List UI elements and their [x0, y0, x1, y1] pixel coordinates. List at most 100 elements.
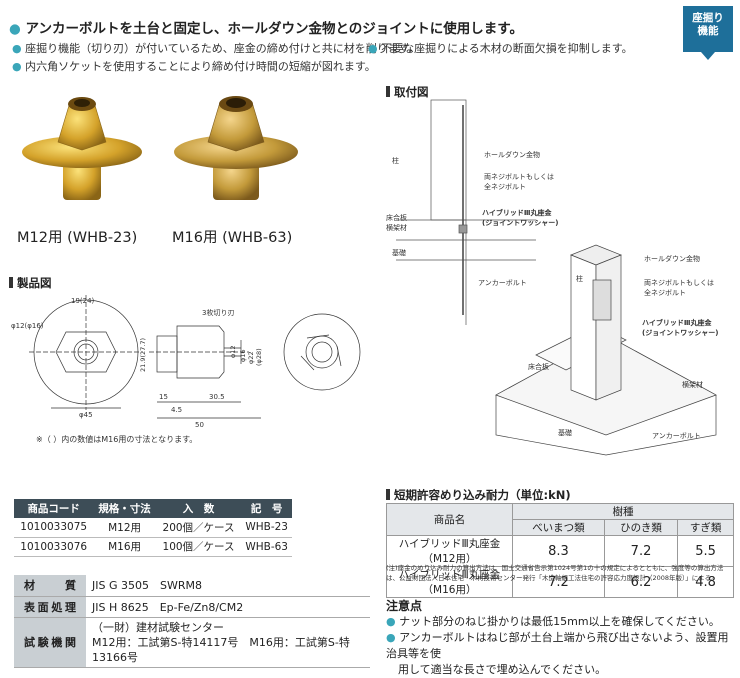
badge-line-2: 機能 — [697, 25, 719, 37]
col-symbol: 記 号 — [241, 499, 292, 518]
dim-phi16: φ16 — [239, 349, 247, 362]
table-row: 1010033076 M16用 100個／ケース WHB-63 — [14, 537, 292, 557]
row-header: 試験機関 — [14, 617, 86, 668]
cell: 1010033075 — [14, 518, 94, 538]
material-table: 材質 JIS G 3505 SWRM8 表面処理 JIS H 8625 Ep-F… — [14, 575, 370, 668]
top-label-joint: (ジョイントワッシャー) — [482, 219, 558, 227]
product-drawing: 19(24) 3枚切り刃 φ12(φ16) 21.9(27.7) φ12 φ16… — [11, 295, 361, 429]
cell: 5.5 — [677, 535, 734, 567]
cell: 1010033076 — [14, 537, 94, 557]
bottom-label-floor: 床合板 — [528, 362, 549, 371]
top-label-anchor: アンカーボルト — [478, 279, 527, 287]
bullet-icon: ● — [368, 42, 378, 55]
top-label-washer: ハイブリッドⅢ丸座金 — [482, 208, 552, 217]
dim-phi12: φ12(φ16) — [11, 322, 44, 330]
dim-phi12b: φ12 — [229, 345, 237, 358]
badge-line-1: 座掘り — [692, 12, 724, 24]
bottom-label-anchor: アンカーボルト — [652, 432, 701, 440]
strength-table: 商品名 樹種 べいまつ類 ひのき類 すぎ類 ハイブリッドⅢ丸座金（M12用） 8… — [386, 503, 734, 598]
col-hinoki: ひのき類 — [603, 519, 679, 536]
caution-text: ナット部分のねじ掛かりは最低15mm以上を確保してください。 — [399, 615, 720, 628]
caution-title: 注意点 — [386, 599, 423, 613]
bottom-label-fullbolt: 全ネジボルト — [644, 288, 686, 297]
cell: JIS G 3505 SWRM8 — [86, 575, 370, 597]
drawing-note: ※（ ）内の数値はM16用の寸法となります。 — [36, 435, 198, 444]
top-label-holddown: ホールダウン金物 — [484, 150, 540, 159]
cell: 7.2 — [512, 566, 605, 598]
dim-30-5: 30.5 — [209, 393, 225, 401]
top-label-bolt: 両ネジボルトもしくは — [484, 173, 554, 181]
list-item: ● アンカーボルトはねじ部が土台上端から飛び出さないよう、設置用治具等を使 — [386, 630, 736, 662]
cell: 7.2 — [603, 535, 679, 567]
cell: ハイブリッドⅢ丸座金（M16用） — [386, 566, 513, 598]
cell: 200個／ケース — [155, 518, 242, 538]
col-pine: べいまつ類 — [512, 519, 605, 536]
dim-45: 4.5 — [171, 406, 182, 414]
cell-line: （一財）建材試験センター — [92, 620, 224, 634]
lead-text: ● アンカーボルトを土台と固定し、ホールダウン金物とのジョイントに使用します。 — [9, 17, 523, 37]
point-3: ● 内六角ソケットを使用することにより締め付け時間の短縮が図れます。 — [12, 58, 376, 74]
bullet-icon: ● — [12, 60, 22, 73]
cell: WHB-23 — [241, 518, 292, 538]
product-photos — [22, 96, 298, 200]
col-sugi: すぎ類 — [677, 519, 734, 536]
bottom-label-column: 柱 — [576, 274, 583, 283]
dim-phi22: φ22 — [247, 351, 255, 364]
bottom-label-washer: ハイブリッドⅢ丸座金 — [642, 318, 712, 327]
point-2-label: 不要な座掘りによる木材の断面欠損を抑制します。 — [381, 42, 633, 55]
product-table: 商品コード 規格・寸法 入 数 記 号 1010033075 M12用 200個… — [14, 499, 292, 557]
table-row: ハイブリッドⅢ丸座金（M16用） 7.2 6.2 4.8 — [386, 566, 734, 598]
cell: WHB-63 — [241, 537, 292, 557]
top-label-beam: 横架材 — [386, 223, 407, 232]
row-header: 材質 — [14, 575, 86, 597]
bullet-icon: ● — [9, 21, 21, 37]
cell: （一財）建材試験センター M12用：工試第S-特14117号 M16用：工試第S… — [86, 617, 370, 668]
install-diagram: 柱 ホールダウン金物 両ネジボルトもしくは 全ネジボルト 床合板 横架材 ハイブ… — [386, 99, 718, 456]
top-label-fullbolt: 全ネジボルト — [484, 182, 526, 191]
drawing-title: 製品図 — [9, 275, 52, 291]
bottom-label-bolt: 両ネジボルトもしくは — [644, 279, 714, 287]
point-2: ● 不要な座掘りによる木材の断面欠損を抑制します。 — [368, 40, 633, 56]
dim-19: 19(24) — [71, 297, 95, 305]
caution-text: アンカーボルトはねじ部が土台上端から飛び出さないよう、設置用治具等を使 — [386, 631, 729, 660]
install-title: 取付図 — [386, 84, 429, 100]
cell: ハイブリッドⅢ丸座金（M12用） — [386, 535, 513, 567]
table-row: 試験機関 （一財）建材試験センター M12用：工試第S-特14117号 M16用… — [14, 617, 370, 668]
cell-line: M12用：工試第S-特14117号 M16用：工試第S-特13166号 — [92, 635, 350, 664]
row-header: 表面処理 — [14, 596, 86, 618]
lead-label: アンカーボルトを土台と固定し、ホールダウン金物とのジョイントに使用します。 — [25, 21, 523, 37]
strength-footnote: (注)座金のめり込み耐力の算出方法は、国土交通省告示第1024号第1の十の規定に… — [386, 564, 724, 582]
countersink-badge: 座掘り 機能 — [683, 6, 733, 60]
col-code: 商品コード — [14, 499, 94, 518]
table-row: 1010033075 M12用 200個／ケース WHB-23 — [14, 518, 292, 538]
dim-blade: 3枚切り刃 — [202, 308, 234, 317]
bottom-label-joint: (ジョイントワッシャー) — [642, 329, 718, 337]
point-3-label: 内六角ソケットを使用することにより締め付け時間の短縮が図れます。 — [25, 60, 376, 73]
col-product: 商品名 — [386, 503, 513, 536]
washer-m16-photo — [174, 96, 298, 200]
table-row: 表面処理 JIS H 8625 Ep-Fe/Zn8/CM2 — [14, 596, 370, 618]
table-row: 材質 JIS G 3505 SWRM8 — [14, 575, 370, 597]
caution-list: ● ナット部分のねじ掛かりは最低15mm以上を確保してください。 ● アンカーボ… — [386, 614, 736, 678]
table-row: ハイブリッドⅢ丸座金（M12用） 8.3 7.2 5.5 — [386, 535, 734, 567]
col-spec: 規格・寸法 — [93, 499, 156, 518]
strength-title: 短期許容めり込み耐力（単位:kN) — [386, 487, 571, 503]
top-label-column: 柱 — [392, 156, 399, 165]
washer-m12-photo — [22, 97, 142, 200]
cell: 4.8 — [677, 566, 734, 598]
bullet-icon: ● — [386, 631, 400, 644]
caption-m12: M12用 (WHB-23) — [17, 230, 138, 246]
list-item: 用して適当な長さで埋め込んでください。 — [386, 662, 736, 678]
bottom-label-beam: 横架材 — [682, 380, 703, 389]
top-label-foundation: 基礎 — [392, 248, 406, 257]
dim-21-9: 21.9(27.7) — [139, 338, 147, 372]
top-label-floor: 床合板 — [386, 213, 407, 222]
bullet-icon: ● — [12, 42, 22, 55]
caution-text: 用して適当な長さで埋め込んでください。 — [398, 663, 607, 676]
bottom-label-holddown: ホールダウン金物 — [644, 254, 700, 263]
dim-phi45: φ45 — [79, 411, 93, 419]
cell: JIS H 8625 Ep-Fe/Zn8/CM2 — [86, 596, 370, 618]
dim-phi28: (φ28) — [255, 348, 263, 366]
point-1: ● 座掘り機能（切り刃）が付いているため、座金の締め付けと共に材を削ります。 — [12, 40, 420, 56]
cell: 100個／ケース — [155, 537, 242, 557]
